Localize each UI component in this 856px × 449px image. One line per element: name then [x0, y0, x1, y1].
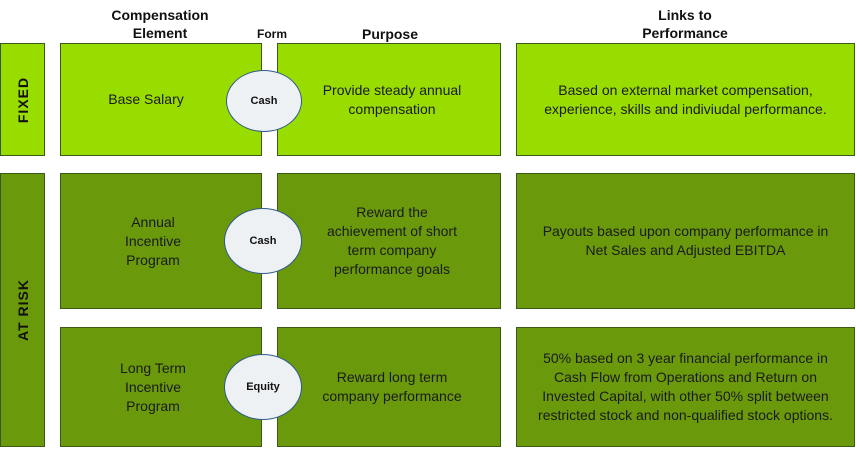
header-form: Form — [257, 27, 287, 41]
row3-form-text: Equity — [246, 381, 280, 393]
row2-form-oval: Cash — [224, 208, 302, 274]
row2-element-text: Annual Incentive Program — [124, 213, 182, 268]
row1-form-text: Cash — [250, 95, 278, 107]
header-element-line1: Compensation — [111, 7, 209, 23]
fixed-label-text: FIXED — [14, 76, 31, 123]
row1-purpose-box: Provide steady annual compensation — [277, 43, 501, 156]
row2-form-text: Cash — [249, 235, 277, 247]
row2-purpose-box: Reward the achievement of short term com… — [277, 173, 501, 309]
row3-element-text: Long Term Incentive Program — [120, 359, 186, 414]
row2-links-box: Payouts based upon company performance i… — [516, 173, 855, 309]
row3-form-oval: Equity — [224, 354, 302, 420]
row1-links-box: Based on external market compensation, e… — [516, 43, 855, 156]
row3-purpose-box: Reward long term company performance — [277, 327, 501, 447]
row3-element-box: Long Term Incentive Program — [60, 327, 262, 447]
fixed-section-label: FIXED — [0, 43, 45, 156]
row1-links-text: Based on external market compensation, e… — [544, 81, 827, 117]
header-compensation-element: Compensation Element — [90, 6, 230, 42]
row3-links-box: 50% based on 3 year financial performanc… — [516, 327, 855, 447]
header-links-line2: Performance — [642, 25, 728, 41]
row1-element-text: Base Salary — [108, 91, 184, 107]
row3-links-text: 50% based on 3 year financial performanc… — [538, 350, 833, 423]
row1-form-oval: Cash — [226, 70, 302, 132]
row3-purpose-text: Reward long term company performance — [322, 369, 462, 404]
row2-links-text: Payouts based upon company performance i… — [542, 223, 829, 258]
atrisk-label-text: AT RISK — [14, 279, 31, 341]
row2-purpose-text: Reward the achievement of short term com… — [327, 204, 457, 277]
header-links-to-performance: Links to Performance — [610, 6, 760, 42]
header-links-line1: Links to — [658, 7, 712, 23]
atrisk-section-label: AT RISK — [0, 173, 45, 447]
row1-purpose-text: Provide steady annual compensation — [322, 81, 462, 117]
header-element-line2: Element — [132, 25, 188, 41]
header-purpose: Purpose — [361, 26, 418, 42]
